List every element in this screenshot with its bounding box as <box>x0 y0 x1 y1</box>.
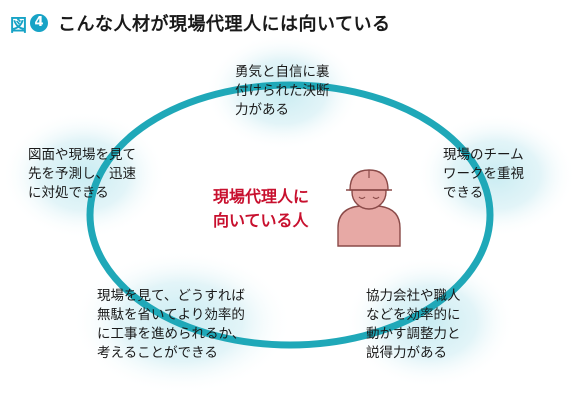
trait-top-line: 勇気と自信に裏 <box>235 64 330 80</box>
trait-bottom-left-line: に工事を進められるか、 <box>97 326 246 342</box>
trait-bottom-left-line: 現場を見て、どうすれば <box>97 288 245 304</box>
trait-bottom-right-line: 説得力がある <box>366 345 447 361</box>
node-glow-top <box>205 34 361 150</box>
center-label-line: 現場代理人に <box>213 187 310 206</box>
worker-with-helmet-icon <box>337 169 401 247</box>
trait-bottom-left-line: 考えることができる <box>97 345 218 361</box>
trait-bottom-left: 現場を見て、どうすれば 無駄を省いてより効率的 に工事を進められるか、 考えるこ… <box>97 287 245 363</box>
figure-header: 図 4 こんな人材が現場代理人には向いている <box>10 9 390 37</box>
figure-title: こんな人材が現場代理人には向いている <box>58 14 391 35</box>
trait-right-line: ワークを重視 <box>443 166 524 182</box>
trait-right-line: 現場のチーム <box>443 147 524 163</box>
trait-left-line: 先を予測し、迅速 <box>28 166 136 182</box>
center-label: 現場代理人に 向いている人 <box>213 185 309 233</box>
trait-top-line: 力がある <box>235 102 289 118</box>
connection-ring <box>86 81 494 349</box>
trait-bottom-right-line: 動かす調整力と <box>366 326 461 342</box>
trait-left-line: 図面や現場を見て <box>28 147 136 163</box>
trait-bottom-right-line: 協力会社や職人 <box>366 288 461 304</box>
center-label-line: 向いている人 <box>213 211 309 230</box>
trait-bottom-left-line: 無駄を省いてより効率的 <box>97 307 245 323</box>
trait-left: 図面や現場を見て 先を予測し、迅速 に対処できる <box>28 146 136 203</box>
figure-label: 図 <box>10 15 28 36</box>
figure-number-badge: 4 <box>30 14 48 32</box>
trait-top-line: 付けられた決断 <box>235 83 330 99</box>
trait-left-line: に対処できる <box>28 185 109 201</box>
trait-bottom-right-line: などを効率的に <box>366 307 461 323</box>
trait-right-line: できる <box>443 185 484 201</box>
trait-bottom-right: 協力会社や職人 などを効率的に 動かす調整力と 説得力がある <box>366 287 461 363</box>
trait-right: 現場のチーム ワークを重視 できる <box>443 146 524 203</box>
node-glow-bottom-right <box>345 256 515 388</box>
trait-top: 勇気と自信に裏 付けられた決断 力がある <box>235 63 330 120</box>
